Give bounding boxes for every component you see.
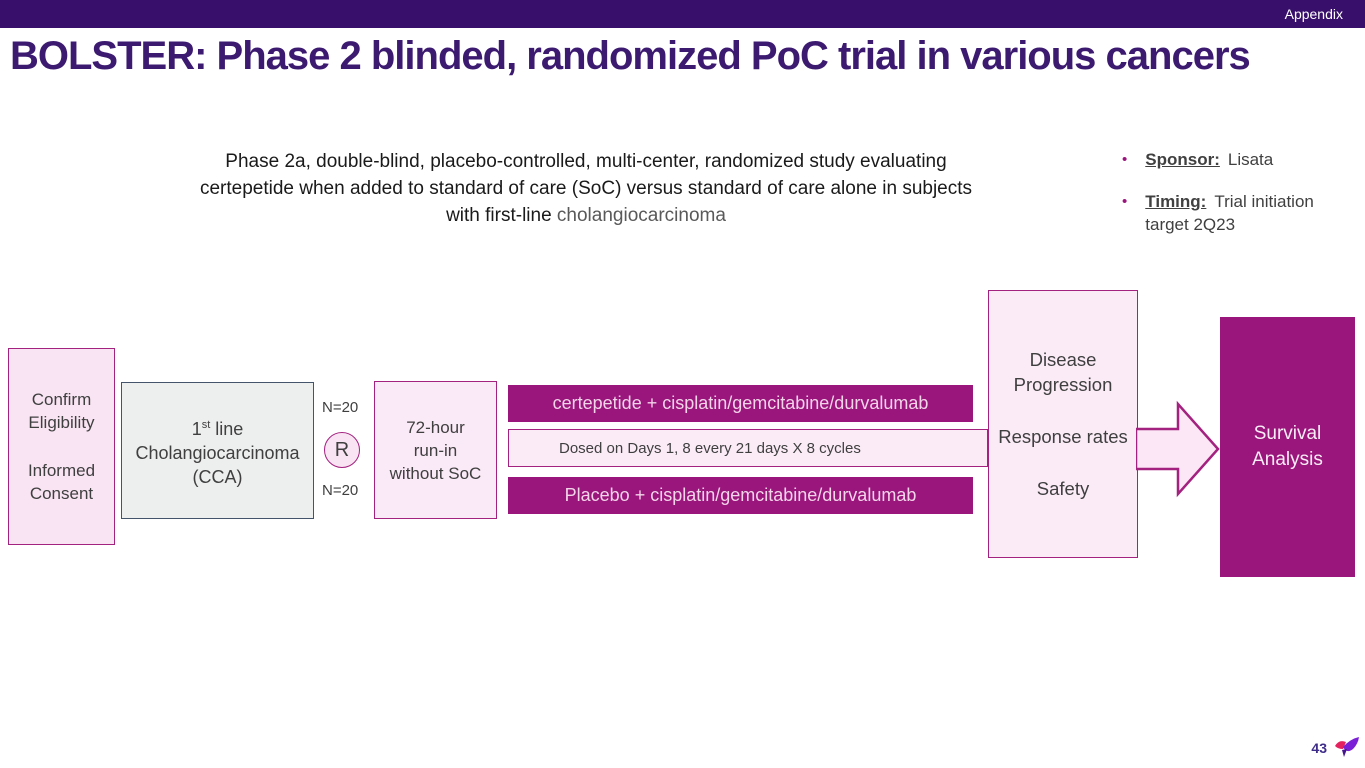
sponsor-value: Lisata xyxy=(1227,150,1274,169)
endpoints-box-line: Disease Progression xyxy=(1013,349,1113,395)
detail-text: Sponsor: Lisata xyxy=(1145,148,1273,171)
population-box-line3: (CCA) xyxy=(192,466,243,487)
detail-text: Timing:Trial initiation target 2Q23 xyxy=(1145,190,1354,236)
runin-box-line: without SoC xyxy=(389,463,482,483)
endpoints-box: Disease Progression Response rates Safet… xyxy=(988,290,1138,558)
eligibility-box: Confirm Eligibility Informed Consent xyxy=(8,348,115,545)
trial-details-list: • Sponsor: Lisata • Timing:Trial initiati… xyxy=(1122,148,1354,255)
timing-label: Timing: xyxy=(1145,192,1207,211)
population-box-line2: Cholangiocarcinoma xyxy=(135,442,300,463)
eligibility-box-line: Informed Consent xyxy=(27,461,96,503)
endpoints-box-line: Response rates xyxy=(998,426,1128,447)
right-arrow-icon xyxy=(1136,400,1220,498)
study-description-highlight: cholangiocarcinoma xyxy=(556,205,726,226)
runin-box-line: 72-hour xyxy=(406,417,465,437)
population-first-line-number: 1 xyxy=(191,418,202,439)
placebo-arm-bar: Placebo + cisplatin/gemcitabine/durvalum… xyxy=(508,477,973,514)
endpoints-box-line: Safety xyxy=(1036,478,1090,499)
population-superscript: st xyxy=(201,418,211,431)
timing-value: Trial initiation target 2Q23 xyxy=(1145,192,1314,234)
eligibility-box-line: Confirm Eligibility xyxy=(28,390,95,432)
bullet-icon: • xyxy=(1122,151,1128,168)
list-item: • Timing:Trial initiation target 2Q23 xyxy=(1122,190,1354,236)
population-first-line-rest: line xyxy=(210,418,244,439)
n-bottom-label: N=20 xyxy=(322,482,359,499)
lisata-bird-logo-icon xyxy=(1335,737,1359,757)
list-item: • Sponsor: Lisata xyxy=(1122,148,1354,171)
top-bar: Appendix xyxy=(0,0,1365,28)
survival-analysis-box: Survival Analysis xyxy=(1220,317,1355,577)
population-box-line1: 1st line xyxy=(192,413,244,441)
study-description: Phase 2a, double-blind, placebo-controll… xyxy=(193,148,979,229)
page-number: 43 xyxy=(1311,740,1327,756)
treatment-arm-bar: certepetide + cisplatin/gemcitabine/durv… xyxy=(508,385,973,422)
runin-box-line: run-in xyxy=(413,440,458,460)
n-top-label: N=20 xyxy=(322,399,359,416)
runin-box: 72-hour run-in without SoC xyxy=(374,381,497,519)
dosing-schedule-bar: Dosed on Days 1, 8 every 21 days X 8 cyc… xyxy=(508,429,988,467)
page-title: BOLSTER: Phase 2 blinded, randomized PoC… xyxy=(10,34,1251,78)
randomization-marker: R xyxy=(324,432,360,468)
study-description-main: Phase 2a, double-blind, placebo-controll… xyxy=(199,151,973,226)
population-box: 1st line Cholangiocarcinoma (CCA) xyxy=(121,382,314,519)
sponsor-label: Sponsor: xyxy=(1145,150,1220,169)
bullet-icon: • xyxy=(1122,193,1128,210)
appendix-label: Appendix xyxy=(1284,6,1343,22)
